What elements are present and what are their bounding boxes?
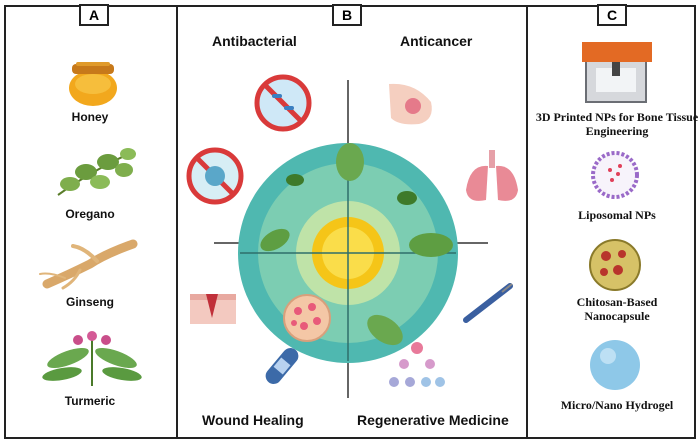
bandage-icon — [265, 348, 299, 384]
3d-printed-nps-label: 3D Printed NPs for Bone Tissue Engineeri… — [535, 110, 699, 138]
ginseng-root-icon — [39, 239, 138, 290]
liposome-icon — [591, 151, 639, 199]
skin-wound-icon — [190, 294, 236, 324]
3d-printer-icon — [582, 42, 652, 103]
breast-icon — [389, 83, 432, 125]
turmeric-label: Turmeric — [64, 394, 116, 408]
lungs-icon — [466, 150, 518, 201]
liposomal-nps-label: Liposomal NPs — [578, 208, 656, 222]
wound-healing-label: Wound Healing — [202, 412, 304, 428]
oregano-icon — [57, 148, 136, 196]
no-virus-icon — [186, 147, 244, 205]
turmeric-plant-icon — [42, 331, 142, 386]
section-c-tag: C — [597, 4, 627, 26]
ginseng-label: Ginseng — [65, 295, 114, 309]
divider-right — [526, 5, 528, 439]
syringe-icon — [463, 283, 513, 323]
no-bacteria-icon — [254, 74, 312, 132]
oregano-label: Oregano — [65, 207, 115, 221]
herbal-circle-icon — [238, 143, 458, 363]
chitosan-nanocapsule-label: Chitosan-Based Nanocapsule — [576, 295, 658, 323]
tissue-cells-icon — [283, 294, 331, 342]
antibacterial-label: Antibacterial — [212, 33, 297, 49]
hydrogel-icon — [590, 340, 640, 390]
section-b-tag: B — [332, 4, 362, 26]
divider-left — [176, 5, 178, 439]
regenerative-medicine-label: Regenerative Medicine — [357, 412, 509, 428]
cells-icon — [389, 342, 445, 387]
anticancer-label: Anticancer — [400, 33, 473, 49]
hydrogel-label: Micro/Nano Hydrogel — [560, 398, 674, 412]
honey-label: Honey — [71, 110, 109, 124]
nanocapsule-icon — [589, 239, 641, 291]
honey-jar-icon — [69, 62, 117, 106]
section-a-tag: A — [79, 4, 109, 26]
